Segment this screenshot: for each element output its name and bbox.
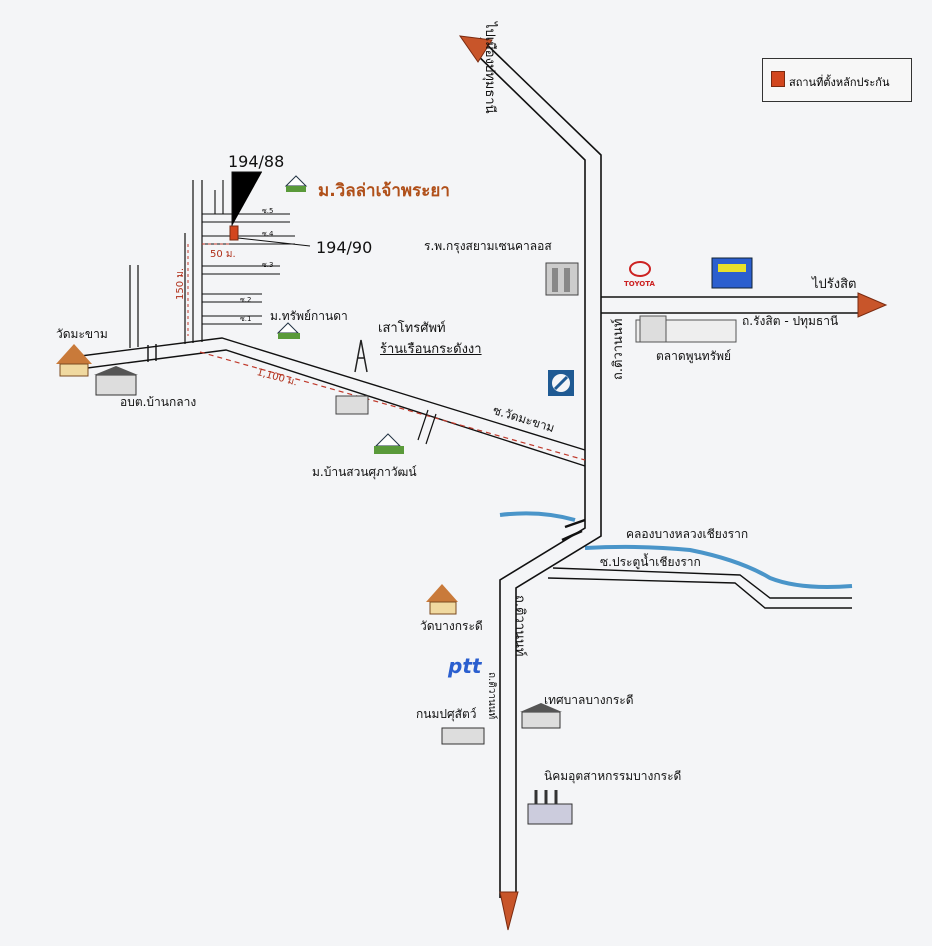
plot-label-lower: 194/90	[316, 238, 373, 257]
main-road-north-b	[479, 37, 602, 520]
obt-label: อบต.บ้านกลาง	[120, 395, 197, 409]
bridge-mark	[561, 518, 586, 542]
tower-icon	[354, 339, 368, 373]
toyota-icon	[629, 261, 651, 277]
plot-marker	[229, 225, 239, 241]
village-suan-label: ม.บ้านสวนศุภาวัฒน์	[312, 465, 417, 479]
canal-upper	[499, 511, 576, 522]
hospital-label: ร.พ.กรุงสยามเซนคาลอส	[424, 239, 552, 253]
bridge-watmakham	[147, 344, 157, 362]
shop-label: ร้านเรือนกระดังงา	[380, 342, 482, 357]
plot-label-upper: 194/88	[228, 152, 285, 171]
factory-icon	[527, 790, 573, 825]
dashed-1100	[199, 351, 586, 461]
toyota-logo-text: TOYOTA	[624, 280, 655, 288]
soi-label-1: ซ.1	[240, 315, 252, 323]
soi-watmakham-top	[64, 337, 586, 451]
soi-pratunam-bottom	[547, 577, 852, 609]
industrial-label: นิคมอุตสาหกรรมบางกระดี	[544, 769, 682, 783]
village-sap-label: ม.ทรัพย์กานดา	[270, 309, 348, 323]
branch-left-1	[129, 265, 139, 348]
soi-pratunam-top	[552, 567, 852, 599]
legend-label: สถานที่ตั้งหลักประกัน	[789, 76, 890, 89]
main-road-north	[469, 47, 586, 520]
main-road-south-a	[499, 520, 586, 898]
soi-label-3: ซ.3	[262, 261, 274, 269]
road-label-rangsit: ถ.รังสิต - ปทุมธานี	[742, 314, 839, 328]
office-icon-municipality	[520, 703, 562, 729]
road-label-tiwanon-upper: ถ.ติวานนท์	[611, 318, 626, 380]
wat-bangkradi-label: วัดบางกระดี	[420, 619, 483, 633]
branch-suan	[417, 409, 437, 445]
wat-makham-label: วัดมะขาม	[56, 327, 108, 341]
east-arrow	[857, 292, 888, 318]
temple-icon-makham	[56, 344, 92, 377]
bank-logo-icon	[548, 370, 574, 396]
main-road-south-b	[515, 520, 602, 898]
store-icon	[711, 257, 753, 289]
north-arrow	[458, 35, 493, 63]
road-label-tiwanon-lower: ถ.ติวานนท์	[512, 595, 527, 657]
canal-main	[584, 544, 853, 589]
plot-leader-lower	[237, 237, 311, 247]
soi-label-2: ซ.2	[240, 296, 252, 304]
livestock-label: กนมปศุสัตว์	[416, 707, 477, 721]
village-icon-villa	[284, 175, 308, 192]
office-icon-livestock	[441, 727, 485, 745]
canal-label: คลองบางหลวงเชียงราก	[626, 527, 749, 541]
soi-label-5: ซ.5	[262, 207, 274, 215]
shop-icon	[335, 395, 369, 415]
village-villa-label: ม.วิลล่าเจ้าพระยา	[318, 181, 450, 201]
ptt-logo: ptt	[448, 654, 482, 678]
market-label: ตลาดพูนทรัพย์	[656, 349, 732, 363]
legend-swatch	[771, 71, 785, 87]
south-arrow	[499, 891, 519, 931]
road-label-tiwanon-small: ถ.ติวานนท์	[486, 672, 497, 720]
soi-label-4: ซ.4	[262, 230, 274, 238]
village-icon-suan	[374, 433, 404, 454]
temple-icon-bangkradi	[426, 584, 458, 615]
distance-50: 50 ม.	[210, 249, 236, 260]
east-direction-label: ไปรังสิต	[812, 277, 857, 292]
village-icon-sap	[276, 322, 300, 339]
road-label-pratunam: ซ.ประตูน้ำเชียงราก	[600, 555, 701, 569]
distance-150: 150 ม.	[175, 267, 186, 300]
legend: สถานที่ตั้งหลักประกัน	[762, 58, 912, 102]
office-icon-obt	[94, 366, 138, 396]
plot-leader-upper	[231, 171, 262, 226]
sois	[202, 180, 295, 325]
north-direction-label: ไปเมืองปทุมธานี	[482, 22, 497, 114]
municipality-label: เทศบาลบางกระดี	[544, 693, 634, 707]
hospital-icon	[545, 262, 579, 296]
soi-watmakham-bottom	[71, 349, 586, 467]
tower-label: เสาโทรศัพท์	[378, 321, 446, 336]
market-icon	[635, 315, 737, 343]
